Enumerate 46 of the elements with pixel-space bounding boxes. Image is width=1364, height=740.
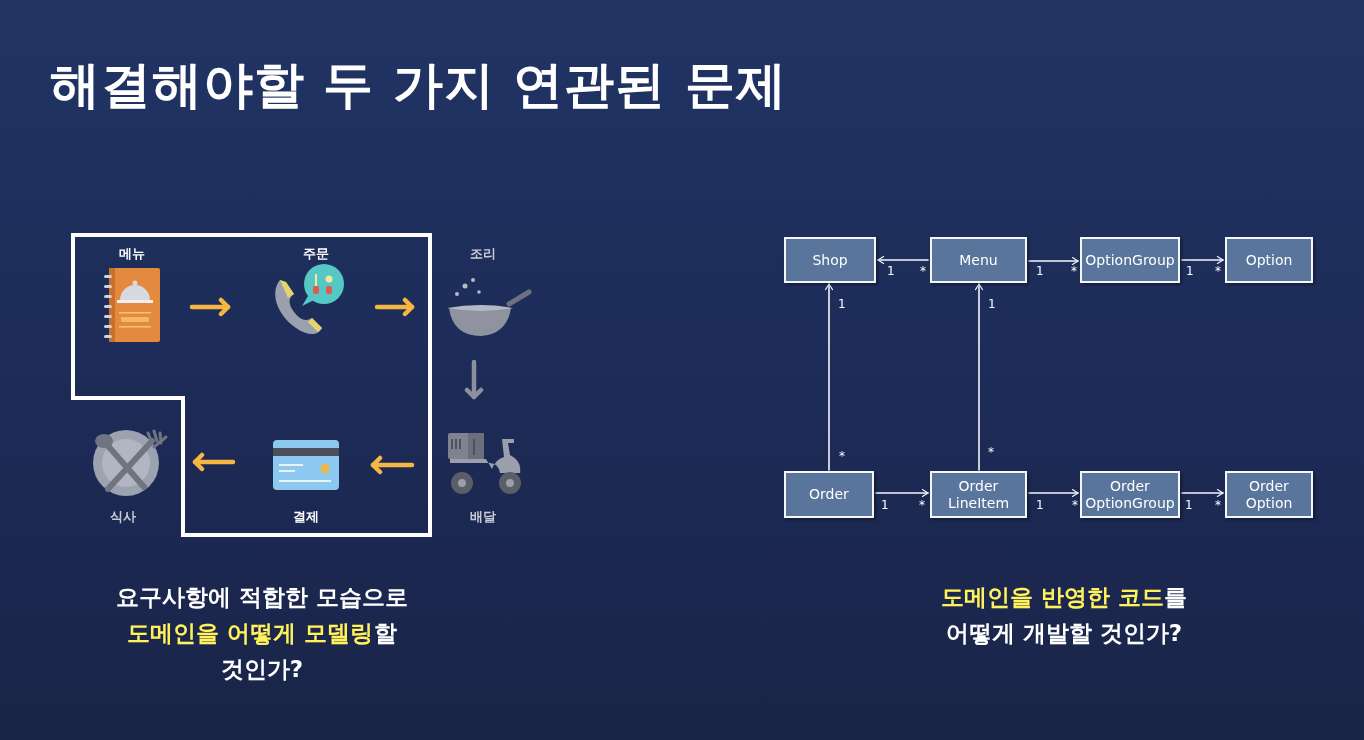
- multiplicity-label: 1: [887, 264, 895, 278]
- class-box: Order: [784, 471, 874, 518]
- multiplicity-label: 1: [988, 297, 996, 311]
- multiplicity-label: 1: [1186, 264, 1194, 278]
- arrow: [374, 297, 415, 317]
- multiplicity-label: *: [988, 445, 994, 459]
- arrow: [824, 283, 834, 471]
- caption: 요구사항에 적합한 모습으로 도메인을 어떻게 모델링할 것인가?: [115, 583, 409, 684]
- arrow: [875, 488, 929, 498]
- arrow: [192, 452, 236, 472]
- multiplicity-label: *: [1072, 498, 1078, 512]
- multiplicity-label: *: [920, 264, 926, 278]
- class-box: Order Option: [1225, 471, 1313, 518]
- class-box: Order LineItem: [930, 471, 1027, 518]
- arrow: [1181, 255, 1224, 265]
- arrow: [974, 283, 984, 471]
- multiplicity-label: 1: [1185, 498, 1193, 512]
- class-box: Shop: [784, 237, 876, 283]
- step-label: 식사: [110, 508, 136, 526]
- step-label: 주문: [303, 245, 329, 263]
- multiplicity-label: 1: [1036, 498, 1044, 512]
- step-label: 조리: [470, 245, 496, 263]
- arrow: [1028, 256, 1079, 266]
- arrow: [370, 455, 415, 475]
- arrow: [1028, 488, 1079, 498]
- class-box: OptionGroup: [1080, 237, 1180, 283]
- step-label: 배달: [470, 508, 496, 526]
- multiplicity-label: *: [1215, 498, 1221, 512]
- step-label: 메뉴: [119, 245, 145, 263]
- class-box: Menu: [930, 237, 1027, 283]
- arrow: [1181, 488, 1224, 498]
- multiplicity-label: *: [919, 498, 925, 512]
- caption: 도메인을 반영한 코드를 어떻게 개발할 것인가?: [940, 583, 1188, 648]
- arrow: [877, 255, 929, 265]
- arrow: [189, 297, 231, 317]
- multiplicity-label: 1: [838, 297, 846, 311]
- step-label: 결제: [293, 508, 319, 526]
- multiplicity-label: *: [1071, 264, 1077, 278]
- slide-title: 해결해야할 두 가지 연관된 문제: [50, 55, 787, 116]
- multiplicity-label: *: [1215, 264, 1221, 278]
- class-box: Option: [1225, 237, 1313, 283]
- class-box: Order OptionGroup: [1080, 471, 1180, 518]
- multiplicity-label: *: [839, 449, 845, 463]
- multiplicity-label: 1: [881, 498, 889, 512]
- arrow: [464, 359, 484, 400]
- multiplicity-label: 1: [1036, 264, 1044, 278]
